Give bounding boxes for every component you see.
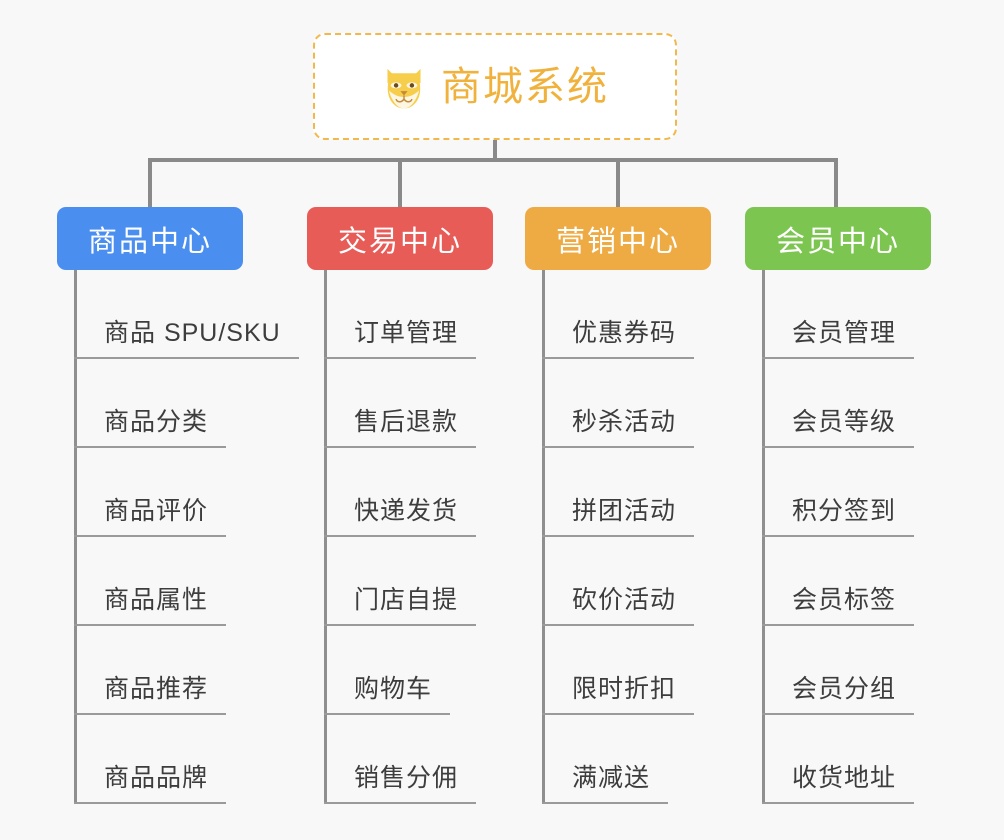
leaf-label: 商品 SPU/SKU	[74, 313, 299, 359]
shiba-dog-face-icon	[387, 68, 421, 108]
leaf-label: 收货地址	[762, 758, 915, 804]
list-item[interactable]: 销售分佣	[324, 715, 654, 804]
leaf-label: 限时折扣	[542, 669, 695, 715]
leaf-label: 会员等级	[762, 402, 915, 448]
list-item[interactable]: 积分签到	[762, 448, 1004, 537]
leaf-label: 商品分类	[74, 402, 227, 448]
connector-drop-1	[148, 158, 152, 207]
root-title: 商城系统	[441, 64, 609, 109]
list-item[interactable]: 商品属性	[74, 537, 404, 626]
leaf-label: 会员分组	[762, 669, 915, 715]
column-trade-center: 交易中心 订单管理 售后退款 快递发货 门店自提 购物车 销售分佣	[307, 207, 493, 804]
column-spine	[324, 270, 327, 804]
list-item[interactable]: 购物车	[324, 626, 654, 715]
column-spine	[542, 270, 545, 804]
column-header-member-center[interactable]: 会员中心	[745, 207, 931, 270]
connector-drop-4	[834, 158, 838, 207]
leaf-label: 商品属性	[74, 580, 227, 626]
leaf-label: 快递发货	[324, 491, 477, 537]
column-header-product-center[interactable]: 商品中心	[57, 207, 243, 270]
list-item[interactable]: 订单管理	[324, 270, 654, 359]
leaf-label: 门店自提	[324, 580, 477, 626]
list-item[interactable]: 售后退款	[324, 359, 654, 448]
leaf-label: 拼团活动	[542, 491, 695, 537]
leaf-label: 商品推荐	[74, 669, 227, 715]
list-item[interactable]: 会员标签	[762, 537, 1004, 626]
list-item[interactable]: 商品评价	[74, 448, 404, 537]
connector-stem	[493, 140, 497, 162]
leaf-label: 商品品牌	[74, 758, 227, 804]
leaf-label: 积分签到	[762, 491, 915, 537]
list-item[interactable]: 拼团活动	[542, 448, 872, 537]
list-item[interactable]: 商品推荐	[74, 626, 404, 715]
list-item[interactable]: 会员等级	[762, 359, 1004, 448]
list-item[interactable]: 门店自提	[324, 537, 654, 626]
leaf-label: 销售分佣	[324, 758, 477, 804]
list-item[interactable]: 快递发货	[324, 448, 654, 537]
list-item[interactable]: 收货地址	[762, 715, 1004, 804]
list-item[interactable]: 会员分组	[762, 626, 1004, 715]
leaf-label: 订单管理	[324, 313, 477, 359]
column-member-center: 会员中心 会员管理 会员等级 积分签到 会员标签 会员分组 收货地址	[745, 207, 931, 804]
column-spine	[762, 270, 765, 804]
leaf-label: 购物车	[324, 669, 451, 715]
leaf-label: 优惠券码	[542, 313, 695, 359]
list-item[interactable]: 优惠券码	[542, 270, 872, 359]
list-item[interactable]: 商品分类	[74, 359, 404, 448]
leaf-label: 满减送	[542, 758, 669, 804]
column-header-trade-center[interactable]: 交易中心	[307, 207, 493, 270]
connector-bar	[148, 158, 838, 162]
leaf-label: 会员标签	[762, 580, 915, 626]
leaf-list: 商品 SPU/SKU 商品分类 商品评价 商品属性 商品推荐 商品品牌	[74, 270, 404, 804]
root-node[interactable]: 商城系统	[313, 33, 677, 140]
column-header-label: 营销中心	[555, 225, 680, 258]
leaf-label: 秒杀活动	[542, 402, 695, 448]
column-header-marketing-center[interactable]: 营销中心	[525, 207, 711, 270]
list-item[interactable]: 会员管理	[762, 270, 1004, 359]
column-header-label: 商品中心	[87, 225, 212, 258]
leaf-list: 优惠券码 秒杀活动 拼团活动 砍价活动 限时折扣 满减送	[542, 270, 872, 804]
leaf-label: 商品评价	[74, 491, 227, 537]
column-spine	[74, 270, 77, 804]
list-item[interactable]: 秒杀活动	[542, 359, 872, 448]
list-item[interactable]: 商品品牌	[74, 715, 404, 804]
list-item[interactable]: 砍价活动	[542, 537, 872, 626]
column-product-center: 商品中心 商品 SPU/SKU 商品分类 商品评价 商品属性 商品推荐 商品品牌	[57, 207, 299, 804]
list-item[interactable]: 限时折扣	[542, 626, 872, 715]
connector-drop-3	[616, 158, 620, 207]
connector-drop-2	[398, 158, 402, 207]
column-header-label: 会员中心	[775, 225, 900, 258]
leaf-list: 会员管理 会员等级 积分签到 会员标签 会员分组 收货地址	[762, 270, 1004, 804]
leaf-list: 订单管理 售后退款 快递发货 门店自提 购物车 销售分佣	[324, 270, 654, 804]
column-header-label: 交易中心	[337, 225, 462, 258]
list-item[interactable]: 满减送	[542, 715, 872, 804]
list-item[interactable]: 商品 SPU/SKU	[74, 270, 404, 359]
leaf-label: 售后退款	[324, 402, 477, 448]
column-marketing-center: 营销中心 优惠券码 秒杀活动 拼团活动 砍价活动 限时折扣 满减送	[525, 207, 711, 804]
leaf-label: 会员管理	[762, 313, 915, 359]
leaf-label: 砍价活动	[542, 580, 695, 626]
